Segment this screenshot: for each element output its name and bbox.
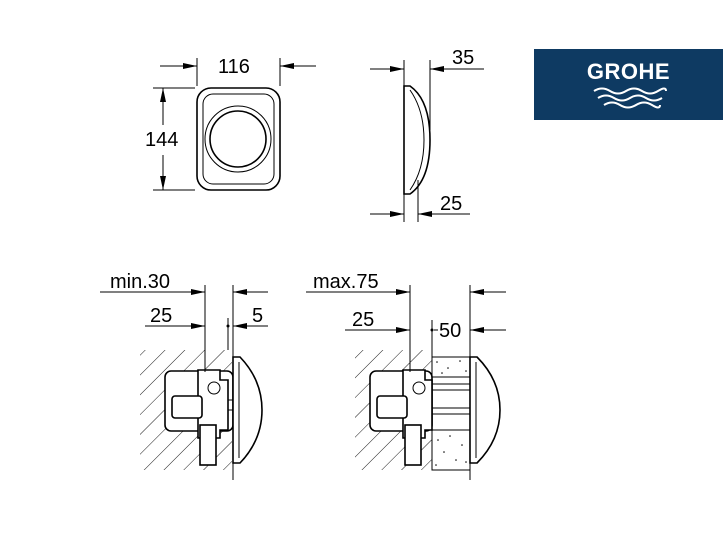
max-total-dimension: max.75 — [313, 271, 379, 293]
plate-dimension: 25 — [440, 193, 462, 215]
min-gap-dimension: 5 — [252, 305, 263, 327]
cover-plate — [232, 356, 263, 464]
cover-plate — [469, 356, 501, 464]
height-dimension: 144 — [145, 129, 178, 151]
tile-layer-bottom — [431, 429, 471, 471]
grohe-logo: GROHE — [534, 49, 723, 120]
water-waves-icon — [593, 87, 667, 109]
valve-outlet — [404, 424, 422, 466]
min-depth-dimension: 25 — [150, 305, 172, 327]
valve-inlet — [171, 395, 203, 419]
push-button — [209, 110, 267, 168]
front-view: 116 144 — [145, 56, 316, 191]
installation-min: min.30 25 5 — [100, 271, 268, 480]
valve-outlet — [199, 424, 217, 466]
max-depth-dimension: 25 — [352, 309, 374, 331]
cover-plate-side — [403, 85, 431, 195]
side-view: 35 25 — [370, 47, 484, 222]
width-dimension: 116 — [218, 56, 250, 78]
depth-dimension: 35 — [452, 47, 474, 69]
valve-inlet — [376, 395, 408, 419]
installation-max: max.75 25 50 — [306, 271, 506, 480]
tile-layer-top — [431, 356, 471, 378]
max-gap-dimension: 50 — [439, 320, 461, 342]
push-button-ring — [204, 105, 272, 173]
min-total-dimension: min.30 — [110, 271, 170, 293]
logo-text: GROHE — [586, 59, 671, 84]
